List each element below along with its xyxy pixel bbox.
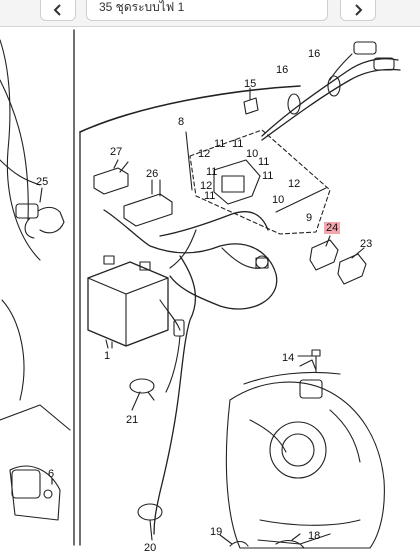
callout-25: 25 (36, 176, 49, 188)
callout-16-a: 16 (276, 64, 289, 76)
section-select[interactable]: 35 ชุดระบบไฟ 1 (86, 0, 328, 21)
parts-diagram: 1 6 8 9 10 10 11 11 11 11 11 11 12 12 12… (0, 26, 420, 560)
callout-27: 27 (110, 146, 123, 158)
callout-6: 6 (48, 468, 55, 480)
callout-26: 26 (146, 168, 159, 180)
callout-14: 14 (282, 352, 295, 364)
callout-11-c: 11 (206, 166, 218, 178)
callout-11-e: 11 (262, 170, 274, 182)
parts-drawing (0, 29, 401, 549)
callout-23: 23 (360, 238, 373, 250)
callout-21: 21 (126, 414, 139, 426)
callout-15: 15 (244, 78, 257, 90)
callout-8: 8 (178, 116, 185, 128)
callout-10-b: 10 (272, 194, 285, 206)
callout-19: 19 (210, 526, 223, 538)
callout-9: 9 (306, 212, 313, 224)
callout-18: 18 (308, 530, 321, 542)
callout-12-b: 12 (288, 178, 301, 190)
callout-12-c: 12 (200, 180, 213, 192)
chevron-right-icon (355, 4, 363, 16)
callout-11-d: 11 (258, 156, 270, 168)
back-button[interactable] (40, 0, 76, 21)
callout-16-b: 16 (308, 48, 321, 60)
callout-1: 1 (104, 350, 111, 362)
callout-20: 20 (144, 542, 157, 554)
forward-button[interactable] (340, 0, 376, 21)
toolbar: 35 ชุดระบบไฟ 1 (0, 0, 420, 27)
callout-10-a: 10 (246, 148, 259, 160)
callout-11-a: 11 (214, 138, 226, 150)
callout-24-highlighted[interactable]: 24 (324, 222, 341, 234)
section-select-value: 35 ชุดระบบไฟ 1 (99, 0, 185, 14)
callout-12-a: 12 (198, 148, 211, 160)
callout-11-b: 11 (232, 138, 244, 150)
callout-11-f: 11 (204, 190, 216, 202)
chevron-left-icon (53, 4, 61, 16)
